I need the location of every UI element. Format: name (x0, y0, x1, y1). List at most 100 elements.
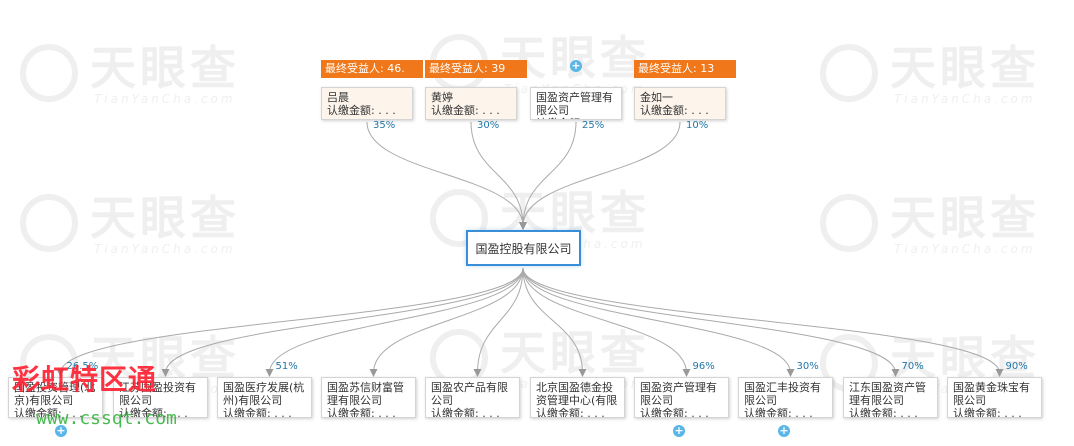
investment-edge (369, 267, 524, 377)
watermark-circle-icon (20, 44, 78, 102)
investment-name: 北京国盈德金投资管理中心(有限合伙) (536, 381, 618, 407)
beneficiary-badge: 最终受益人: 46. (321, 60, 423, 78)
watermark-sub: TianYanCha.com (94, 242, 236, 256)
center-company-name: 国盈控股有限公司 (475, 241, 572, 256)
shareholder-name: 国盈资产管理有限公司 (536, 91, 613, 117)
center-company-node[interactable]: 国盈控股有限公司 (466, 230, 581, 266)
investment-node[interactable]: 国盈农产品有限公司认缴金额: . . . (425, 377, 520, 418)
investment-amount: 认缴金额: . . . (119, 407, 188, 418)
investment-amount: 认缴金额: . . . (536, 407, 605, 418)
investment-percent: 30% (796, 361, 819, 372)
shareholder-name: 吕晨 (327, 91, 349, 104)
investment-node[interactable]: 国盈资产管理有限公司认缴金额: . . . (634, 377, 729, 418)
investment-edge (522, 267, 1004, 377)
investment-name: 国盈汇丰投资有限公司 (744, 381, 821, 407)
watermark-circle-icon (20, 194, 78, 252)
watermark-brand: 天眼查 (90, 191, 240, 245)
shareholder-edge (519, 121, 681, 230)
share-percent: 25% (582, 120, 605, 131)
watermark-circle-icon (820, 44, 878, 102)
investment-edge (473, 267, 524, 377)
investment-amount: 认缴金额: . . . (223, 407, 292, 418)
expand-plus-icon[interactable]: + (55, 424, 67, 437)
watermark-brand: 天眼查 (890, 41, 1040, 95)
investment-edge (522, 267, 587, 377)
investment-edge (56, 267, 524, 377)
investment-edge (522, 267, 691, 377)
investment-amount: 认缴金额: . . . (14, 407, 83, 418)
investment-name: 国盈资产管理有限公司 (640, 381, 717, 407)
beneficiary-badge: 最终受益人: 13 (634, 60, 736, 78)
investment-amount: 认缴金额: . . . (744, 407, 813, 418)
expand-plus-icon[interactable]: + (673, 424, 685, 437)
shareholder-name: 金如一 (640, 91, 673, 104)
beneficiary-badge-text: 最终受益人: 39 (429, 62, 506, 75)
investment-node[interactable]: 国盈汇丰投资有限公司认缴金额: . . . (738, 377, 833, 418)
expand-plus-icon[interactable]: + (778, 424, 790, 437)
watermark-brand: 天眼查 (500, 326, 650, 380)
investment-node[interactable]: 国盈投资管理(北京)有限公司认缴金额: . . . (8, 377, 103, 418)
investment-name: 国盈苏信财富管理有限公司 (327, 381, 404, 407)
investment-amount: 认缴金额: . . . (953, 407, 1022, 418)
expand-plus-icon[interactable]: + (570, 59, 582, 72)
watermark-brand: 天眼查 (90, 41, 240, 95)
overlay-site-title: 彩虹特区通 (12, 363, 158, 396)
share-percent: 10% (686, 120, 709, 131)
investment-amount: 认缴金额: . . . (640, 407, 709, 418)
shareholder-amount: 认缴金额: . . . (536, 117, 616, 119)
watermark-circle-icon (820, 194, 878, 252)
investment-edge (522, 267, 900, 377)
investment-amount: 认缴金额: . . . (431, 407, 500, 418)
investment-edge (522, 267, 795, 377)
investment-percent: 90% (1005, 361, 1028, 372)
investment-node[interactable]: 江苏国盈投资有限公司认缴金额: . . . (113, 377, 208, 418)
watermark-sub: TianYanCha.com (894, 242, 1036, 256)
shareholder-edge (366, 121, 527, 230)
investment-node[interactable]: 国盈黄金珠宝有限公司认缴金额: . . . (947, 377, 1042, 418)
watermark-sub: TianYanCha.com (894, 92, 1036, 106)
investment-amount: 认缴金额: . . . (327, 407, 396, 418)
share-percent: 30% (477, 120, 500, 131)
shareholder-node[interactable]: 吕晨认缴金额: . . . (321, 87, 413, 120)
share-percent: 35% (373, 120, 396, 131)
investment-name: 国盈农产品有限公司 (431, 381, 508, 407)
beneficiary-badge-text: 最终受益人: 46. (325, 62, 405, 75)
investment-name: 江苏国盈投资有限公司 (119, 381, 196, 407)
watermark-brand: 天眼查 (890, 191, 1040, 245)
shareholder-amount: 认缴金额: . . . (640, 104, 709, 117)
shareholder-node[interactable]: 黄婷认缴金额: . . . (425, 87, 517, 120)
investment-node[interactable]: 国盈苏信财富管理有限公司认缴金额: . . . (321, 377, 416, 418)
shareholder-node[interactable]: 金如一认缴金额: . . . (634, 87, 726, 120)
investment-name: 江东国盈资产管理有限公司 (849, 381, 926, 407)
investment-edge (265, 267, 524, 377)
shareholder-amount: 认缴金额: . . . (431, 104, 500, 117)
investment-name: 国盈投资管理(北京)有限公司 (14, 381, 96, 407)
investment-name: 国盈黄金珠宝有限公司 (953, 381, 1030, 407)
investment-amount: 认缴金额: . . . (849, 407, 918, 418)
investment-percent: 26.5% (66, 361, 99, 372)
shareholder-name: 黄婷 (431, 91, 453, 104)
shareholder-amount: 认缴金额: . . . (327, 104, 396, 117)
investment-node[interactable]: 国盈医疗发展(杭州)有限公司认缴金额: . . . (217, 377, 312, 418)
investment-percent: 51% (275, 361, 298, 372)
investment-percent: 70% (901, 361, 924, 372)
shareholder-edge (519, 121, 577, 230)
beneficiary-badge-text: 最终受益人: 13 (638, 62, 715, 75)
beneficiary-badge: 最终受益人: 39 (425, 60, 527, 78)
investment-node[interactable]: 北京国盈德金投资管理中心(有限合伙)认缴金额: . . . (530, 377, 625, 418)
investment-node[interactable]: 江东国盈资产管理有限公司认缴金额: . . . (843, 377, 938, 418)
shareholder-edge (470, 121, 527, 230)
investment-name: 国盈医疗发展(杭州)有限公司 (223, 381, 305, 407)
overlay-site-url: www.cssqt.com (36, 408, 177, 429)
watermark-sub: TianYanCha.com (94, 92, 236, 106)
watermark-circle-icon (430, 189, 488, 247)
investment-percent: 96% (692, 361, 715, 372)
